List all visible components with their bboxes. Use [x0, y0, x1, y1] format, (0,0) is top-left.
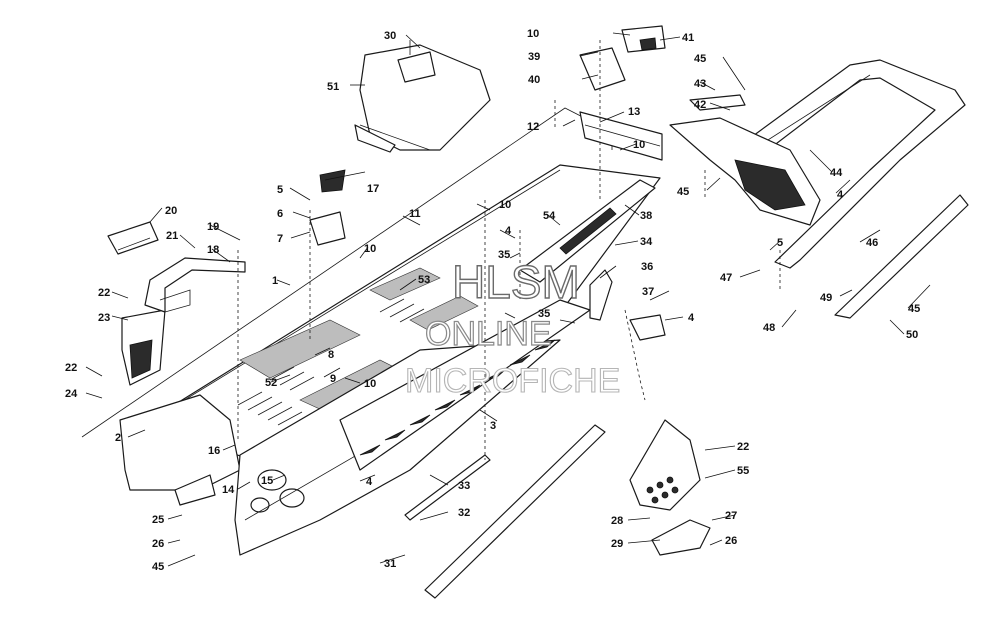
footwell-plate-25 [174, 474, 216, 506]
callout-48: 48 [763, 322, 775, 334]
callout-1: 1 [272, 275, 278, 287]
callout-8: 8 [328, 349, 334, 361]
bracket-41 [579, 25, 666, 91]
callout-34: 34 [640, 236, 653, 248]
callout-28: 28 [611, 515, 623, 527]
callout-4c: 4 [505, 225, 512, 237]
watermark-line2: ONLINE [425, 315, 552, 353]
chain-37 [624, 309, 666, 401]
fuel-tank [354, 40, 491, 153]
callout-20: 20 [165, 205, 177, 217]
callout-2: 2 [115, 432, 121, 444]
callout-11: 11 [409, 208, 421, 220]
callout-22: 22 [98, 287, 110, 299]
callout-7: 7 [277, 233, 283, 245]
cover-20 [107, 221, 159, 255]
callout-10c: 10 [499, 199, 511, 211]
callout-43: 43 [694, 78, 706, 90]
callout-21: 21 [166, 230, 178, 242]
callout-13: 13 [628, 106, 640, 118]
callout-50: 50 [906, 329, 918, 341]
callout-35b: 35 [498, 249, 510, 261]
watermark-line1: HLSM [452, 256, 580, 308]
callout-5: 5 [777, 237, 783, 249]
callout-49: 49 [820, 292, 832, 304]
callout-labels: 30 51 10 39 40 41 45 43 42 13 12 10 44 4… [65, 28, 920, 573]
callout-27: 27 [725, 510, 737, 522]
callout-54: 54 [543, 210, 556, 222]
callout-12: 12 [527, 121, 539, 133]
bracket-7 [309, 169, 346, 246]
tunnel-assembly [149, 164, 661, 481]
callout-31: 31 [384, 558, 396, 570]
callout-6: 6 [277, 208, 283, 220]
rear-bumper [719, 59, 966, 269]
callout-15: 15 [261, 475, 273, 487]
callout-42: 42 [694, 99, 706, 111]
callout-46: 46 [866, 237, 878, 249]
callout-41: 41 [682, 32, 694, 44]
callout-14: 14 [222, 484, 235, 496]
callout-47: 47 [720, 272, 732, 284]
callout-17: 17 [367, 183, 379, 195]
callout-10e: 10 [364, 378, 376, 390]
callout-18: 18 [207, 244, 219, 256]
callout-37: 37 [642, 286, 654, 298]
callout-9: 9 [330, 373, 336, 385]
callout-4b: 4 [688, 312, 695, 324]
callout-3: 3 [490, 420, 496, 432]
callout-29: 29 [611, 538, 623, 550]
callout-45: 45 [694, 53, 706, 65]
callout-4: 4 [837, 189, 844, 201]
callout-26: 26 [152, 538, 164, 550]
callout-30: 30 [384, 30, 396, 42]
callout-10d: 10 [364, 243, 376, 255]
steering-support [144, 257, 246, 313]
callout-19: 19 [207, 221, 219, 233]
callout-55: 55 [737, 465, 749, 477]
callout-32: 32 [458, 507, 470, 519]
tunnel-rods [404, 424, 606, 599]
callout-38: 38 [640, 210, 652, 222]
callout-45b: 45 [677, 186, 689, 198]
callout-35: 35 [538, 308, 550, 320]
callout-44: 44 [830, 167, 843, 179]
snowflap [834, 194, 969, 319]
bracket-36 [589, 269, 613, 321]
decal-54 [519, 179, 656, 283]
callout-4d: 4 [366, 476, 373, 488]
callout-40: 40 [528, 74, 540, 86]
assembly-lines [237, 40, 781, 460]
callout-51: 51 [327, 81, 339, 93]
watermark: HLSM ONLINE MICROFICHE [404, 255, 620, 400]
callout-10: 10 [527, 28, 539, 40]
tail-light-housing [669, 94, 821, 226]
callout-10b: 10 [633, 139, 645, 151]
footrest-bracket [629, 419, 711, 556]
callout-22c: 22 [737, 441, 749, 453]
callout-53: 53 [418, 274, 430, 286]
watermark-line3: MICROFICHE [405, 362, 620, 400]
callout-26b: 26 [725, 535, 737, 547]
callout-39: 39 [528, 51, 540, 63]
callout-24: 24 [65, 388, 78, 400]
callout-5b: 5 [277, 184, 283, 196]
left-side-panel [119, 339, 561, 556]
rear-tunnel-extension [579, 111, 663, 161]
callout-36: 36 [641, 261, 653, 273]
callout-33: 33 [458, 480, 470, 492]
callout-25: 25 [152, 514, 164, 526]
callout-22b: 22 [65, 362, 77, 374]
callout-16: 16 [208, 445, 220, 457]
callout-45c: 45 [908, 303, 920, 315]
front-bracket-23 [121, 309, 166, 386]
callout-23: 23 [98, 312, 110, 324]
callout-52: 52 [265, 377, 277, 389]
leader-lines [85, 32, 931, 567]
callout-45d: 45 [152, 561, 164, 573]
